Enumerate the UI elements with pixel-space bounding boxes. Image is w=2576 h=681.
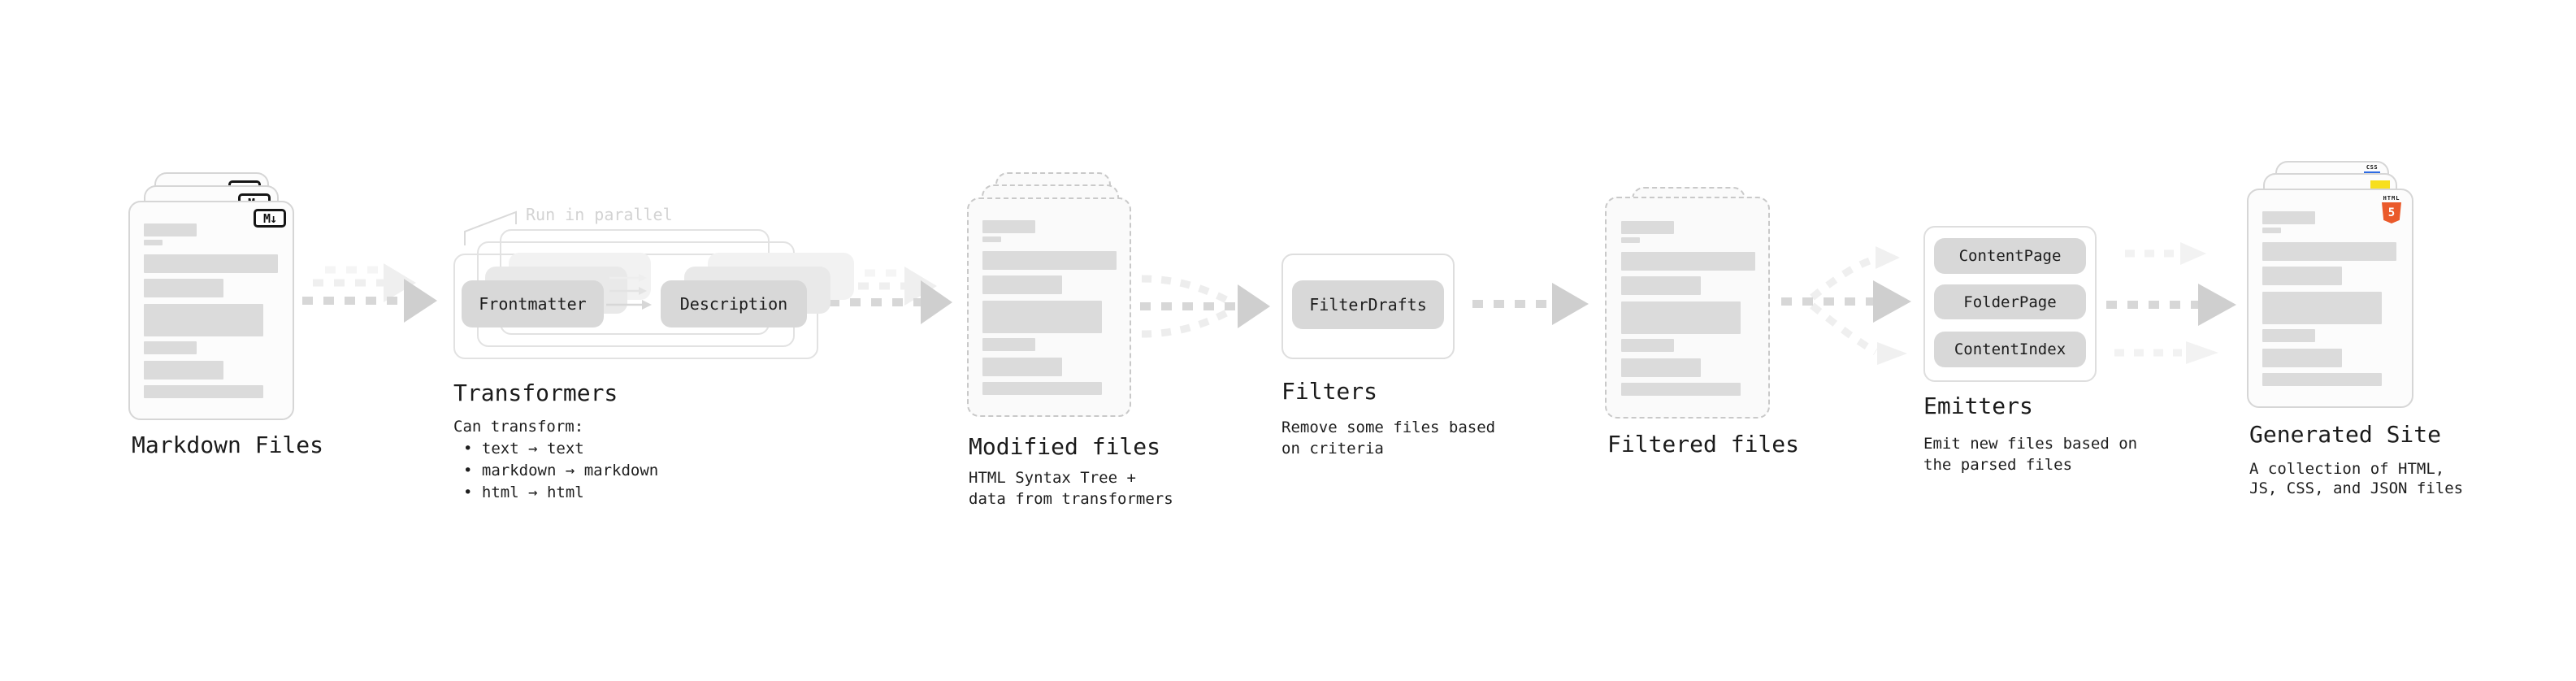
folderpage-button: FolderPage: [1934, 284, 2086, 319]
transformers-capability-list: • text → text • markdown → markdown • ht…: [463, 438, 658, 504]
filters-description: Remove some files based on criteria: [1281, 417, 1495, 459]
filters-panel: [1281, 254, 1455, 359]
javascript-icon: [2370, 180, 2390, 191]
generated-site-description: A collection of HTML, JS, CSS, and JSON …: [2249, 459, 2463, 498]
description-line: data from transformers: [969, 490, 1173, 508]
html5-icon: HTML 5: [2381, 195, 2402, 223]
flow-arrow-emitters-to-generated: [2106, 242, 2236, 364]
description-line: JS, CSS, and JSON files: [2249, 479, 2464, 497]
run-in-parallel-callout: Run in parallel: [526, 205, 673, 224]
markdown-icon-text: M↓: [262, 210, 277, 226]
stage-label-emitters: Emitters: [1923, 393, 2033, 419]
description-line: the parsed files: [1923, 456, 2073, 474]
flow-arrow-filtered-to-emitters: [1781, 246, 1911, 365]
flow-arrow-modified-to-filters: [1140, 275, 1270, 338]
flow-arrow-transformers-to-modified: [829, 267, 952, 324]
contentpage-button: ContentPage: [1934, 238, 2086, 274]
markdown-icon: M↓: [254, 209, 286, 228]
stage-label-filtered-files: Filtered files: [1607, 431, 1800, 458]
html5-icon-shield: 5: [2382, 202, 2401, 223]
flow-arrow-markdown-to-transformers: [302, 263, 437, 323]
description-button: Description: [661, 280, 807, 327]
description-line: A collection of HTML,: [2249, 460, 2445, 478]
filtered-file-card-front: [1605, 197, 1770, 419]
description-line: on criteria: [1281, 440, 1384, 458]
markdown-file-card-front: M↓: [128, 201, 294, 420]
stage-label-modified-files: Modified files: [969, 433, 1161, 460]
stage-label-filters: Filters: [1281, 378, 1378, 405]
contentindex-button: ContentIndex: [1934, 332, 2086, 367]
transformers-description-title: Can transform:: [453, 418, 584, 436]
description-line: Emit new files based on: [1923, 435, 2138, 453]
emitters-description: Emit new files based on the parsed files: [1923, 433, 2137, 475]
css-icon-text: CSS: [2366, 164, 2379, 171]
document-skeleton-lines: [144, 223, 278, 398]
modified-file-card-front: [967, 197, 1131, 417]
list-item: • markdown → markdown: [463, 462, 659, 479]
description-line: HTML Syntax Tree +: [969, 469, 1136, 487]
emitters-panel: [1923, 226, 2097, 382]
modified-files-description: HTML Syntax Tree + data from transformer…: [969, 467, 1173, 510]
list-item: • text → text: [463, 440, 584, 458]
document-skeleton-lines: [982, 220, 1117, 395]
list-item: • html → html: [463, 484, 584, 501]
flow-arrow-filters-to-filtered: [1472, 283, 1589, 325]
filterdrafts-button: FilterDrafts: [1292, 280, 1444, 329]
stage-label-markdown-files: Markdown Files: [132, 432, 324, 458]
parallel-step-arrows: [606, 274, 652, 310]
generated-file-card-html: HTML 5: [2247, 189, 2413, 408]
stage-label-transformers: Transformers: [453, 380, 618, 406]
document-skeleton-lines: [1621, 221, 1755, 396]
document-skeleton-lines: [2262, 211, 2396, 386]
description-line: Remove some files based: [1281, 419, 1496, 436]
callout-leader-line: [464, 210, 517, 245]
frontmatter-button: Frontmatter: [462, 280, 604, 327]
html5-icon-number: 5: [2387, 206, 2396, 219]
stage-label-generated-site: Generated Site: [2249, 421, 2442, 448]
html5-icon-text: HTML: [2383, 195, 2400, 202]
